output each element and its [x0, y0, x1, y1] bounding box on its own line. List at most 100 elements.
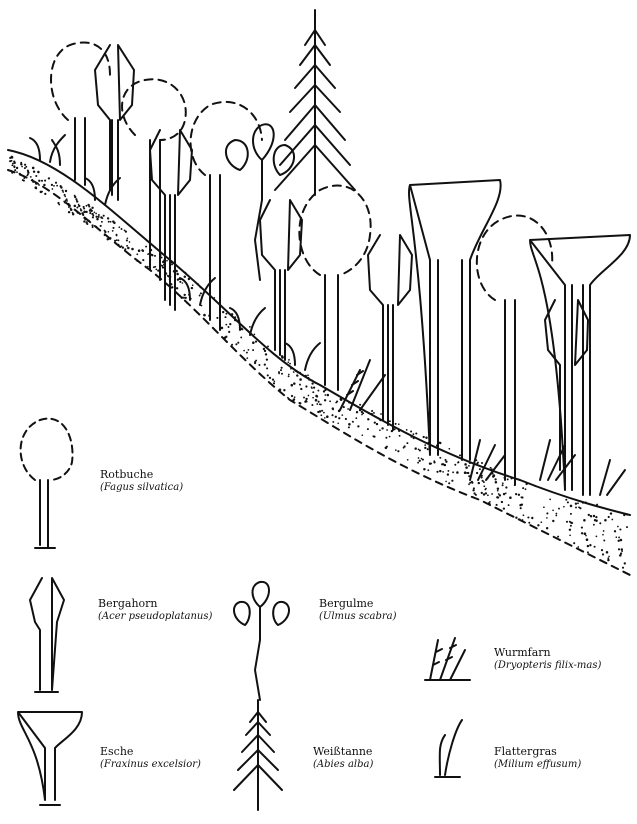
soil-dot — [246, 357, 248, 359]
soil-dot — [269, 377, 271, 379]
soil-dot — [13, 165, 15, 167]
soil-dot — [288, 375, 290, 377]
soil-dot — [399, 435, 401, 437]
soil-dot — [122, 246, 124, 248]
soil-dot — [266, 358, 268, 360]
soil-dot — [293, 371, 295, 373]
soil-dot — [68, 204, 71, 207]
soil-dot — [267, 374, 269, 376]
soil-dot — [602, 534, 604, 536]
soil-dot — [83, 207, 85, 209]
soil-dot — [121, 228, 123, 230]
soil-dot — [104, 234, 106, 236]
soil-dot — [300, 388, 302, 390]
soil-dot — [280, 369, 282, 371]
soil-dot — [53, 185, 55, 187]
soil-dot — [104, 230, 106, 232]
soil-dot — [331, 414, 333, 416]
soil-dot — [465, 466, 468, 469]
soil-dot — [507, 478, 509, 480]
soil-dot — [534, 485, 536, 487]
soil-dot — [505, 486, 507, 488]
soil-dot — [398, 423, 400, 425]
soil-dot — [395, 423, 397, 425]
fir-tree-icon — [234, 700, 282, 810]
soil-dot — [200, 287, 202, 289]
soil-dot — [16, 171, 18, 173]
soil-dot — [410, 435, 413, 438]
soil-dot — [62, 191, 64, 193]
soil-dot — [588, 514, 590, 516]
legend-latin-name: (Dryopteris filix-mas) — [494, 660, 601, 673]
soil-dot — [332, 409, 334, 411]
soil-dot — [468, 465, 470, 467]
soil-dot — [473, 492, 475, 494]
soil-dot — [484, 489, 486, 491]
soil-dot — [469, 482, 471, 484]
soil-dot — [376, 423, 378, 425]
legend-label-weisstanne: Weißtanne (Abies alba) — [313, 745, 373, 771]
soil-dot — [235, 343, 237, 345]
soil-dot — [100, 216, 102, 218]
soil-dot — [203, 314, 206, 317]
legend-latin-name: (Milium effusum) — [494, 759, 581, 772]
soil-dot — [43, 184, 45, 186]
beech-tree — [191, 102, 262, 330]
soil-dot — [216, 317, 218, 319]
soil-dot — [601, 549, 603, 551]
soil-dot — [255, 341, 257, 343]
soil-dot — [611, 519, 613, 521]
soil-dot — [575, 503, 577, 505]
soil-dot — [371, 413, 373, 415]
soil-dot — [367, 418, 369, 420]
soil-dot — [527, 516, 529, 518]
soil-dot — [546, 527, 548, 529]
soil-dot — [447, 470, 449, 472]
soil-dot — [95, 213, 97, 215]
soil-dot — [417, 462, 419, 464]
soil-dot — [433, 461, 435, 463]
soil-dot — [153, 266, 155, 268]
soil-dot — [419, 460, 421, 462]
soil-dot — [587, 545, 589, 547]
soil-dot — [255, 360, 257, 362]
beech-tree — [477, 216, 552, 485]
soil-dot — [522, 487, 524, 489]
soil-dot — [24, 164, 26, 166]
soil-dot — [60, 186, 62, 188]
soil-dot — [464, 471, 467, 474]
soil-dot — [362, 412, 364, 414]
soil-dot — [319, 410, 321, 412]
soil-dot — [192, 284, 194, 286]
soil-dot — [85, 211, 87, 213]
legend-label-wurmfarn: Wurmfarn (Dryopteris filix-mas) — [494, 646, 601, 672]
soil-dot — [299, 384, 301, 386]
soil-dot — [82, 214, 84, 216]
soil-dot — [543, 506, 545, 508]
soil-dot — [546, 512, 548, 514]
soil-dot — [305, 400, 307, 402]
soil-dot — [569, 529, 571, 531]
legend-common-name: Wurmfarn — [494, 646, 601, 660]
soil-dot — [594, 519, 596, 521]
soil-dot — [56, 185, 58, 187]
maple-tree — [368, 235, 412, 430]
soil-dot — [98, 216, 100, 218]
soil-dot — [274, 380, 276, 382]
soil-dot — [44, 180, 46, 182]
soil-dot — [594, 546, 596, 548]
soil-dot — [491, 468, 493, 470]
soil-dot — [171, 286, 173, 288]
soil-dot — [496, 496, 498, 498]
soil-dot — [254, 333, 256, 335]
soil-dot — [337, 423, 339, 425]
fir-tree — [275, 10, 355, 195]
soil-dot — [11, 171, 13, 173]
soil-dot — [308, 395, 310, 397]
soil-dot — [35, 187, 37, 189]
soil-dot — [570, 525, 572, 527]
soil-dot — [503, 507, 505, 509]
soil-dot — [265, 353, 267, 355]
soil-dot — [293, 382, 296, 385]
soil-dot — [147, 266, 149, 268]
